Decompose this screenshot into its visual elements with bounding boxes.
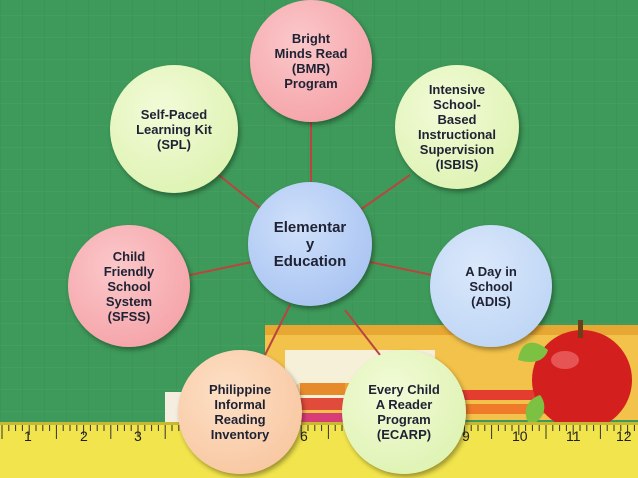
connector-piri bbox=[264, 304, 291, 356]
node-isbis-label: Intensive School- Based Instructional Su… bbox=[417, 82, 496, 172]
node-bmr: Bright Minds Read (BMR) Program bbox=[250, 0, 372, 122]
ruler-number-6: 6 bbox=[300, 428, 308, 444]
node-spl-label: Self-Paced Learning Kit (SPL) bbox=[136, 106, 212, 152]
node-adis: A Day in School (ADIS) bbox=[430, 225, 552, 347]
node-isbis: Intensive School- Based Instructional Su… bbox=[395, 65, 519, 189]
node-piri-label: Philippine Informal Reading Inventory bbox=[208, 382, 272, 442]
node-center-label: Elementar y Education bbox=[273, 218, 347, 270]
ruler-number-1: 1 bbox=[24, 428, 32, 444]
node-ecarp-label: Every Child A Reader Program (ECARP) bbox=[368, 382, 440, 442]
node-sfss-label: Child Friendly School System (SFSS) bbox=[103, 248, 155, 324]
connector-sfss bbox=[189, 261, 253, 276]
node-bmr-label: Bright Minds Read (BMR) Program bbox=[274, 31, 348, 91]
apple-icon bbox=[518, 320, 632, 430]
connector-ecarp bbox=[344, 309, 381, 356]
connector-isbis bbox=[359, 174, 411, 211]
ruler-number-3: 3 bbox=[134, 428, 142, 444]
connector-adis bbox=[369, 261, 433, 276]
connector-spl bbox=[209, 167, 266, 213]
ruler bbox=[0, 422, 638, 478]
node-piri: Philippine Informal Reading Inventory bbox=[178, 350, 302, 474]
ruler-number-11: 11 bbox=[566, 428, 581, 444]
node-adis-label: A Day in School (ADIS) bbox=[465, 263, 517, 309]
node-ecarp: Every Child A Reader Program (ECARP) bbox=[342, 350, 466, 474]
node-center: Elementar y Education bbox=[248, 182, 372, 306]
ruler-number-12: 12 bbox=[616, 428, 632, 444]
ruler-number-10: 10 bbox=[512, 428, 528, 444]
ruler-number-9: 9 bbox=[462, 428, 470, 444]
ruler-number-2: 2 bbox=[80, 428, 88, 444]
node-spl: Self-Paced Learning Kit (SPL) bbox=[110, 65, 238, 193]
node-sfss: Child Friendly School System (SFSS) bbox=[68, 225, 190, 347]
